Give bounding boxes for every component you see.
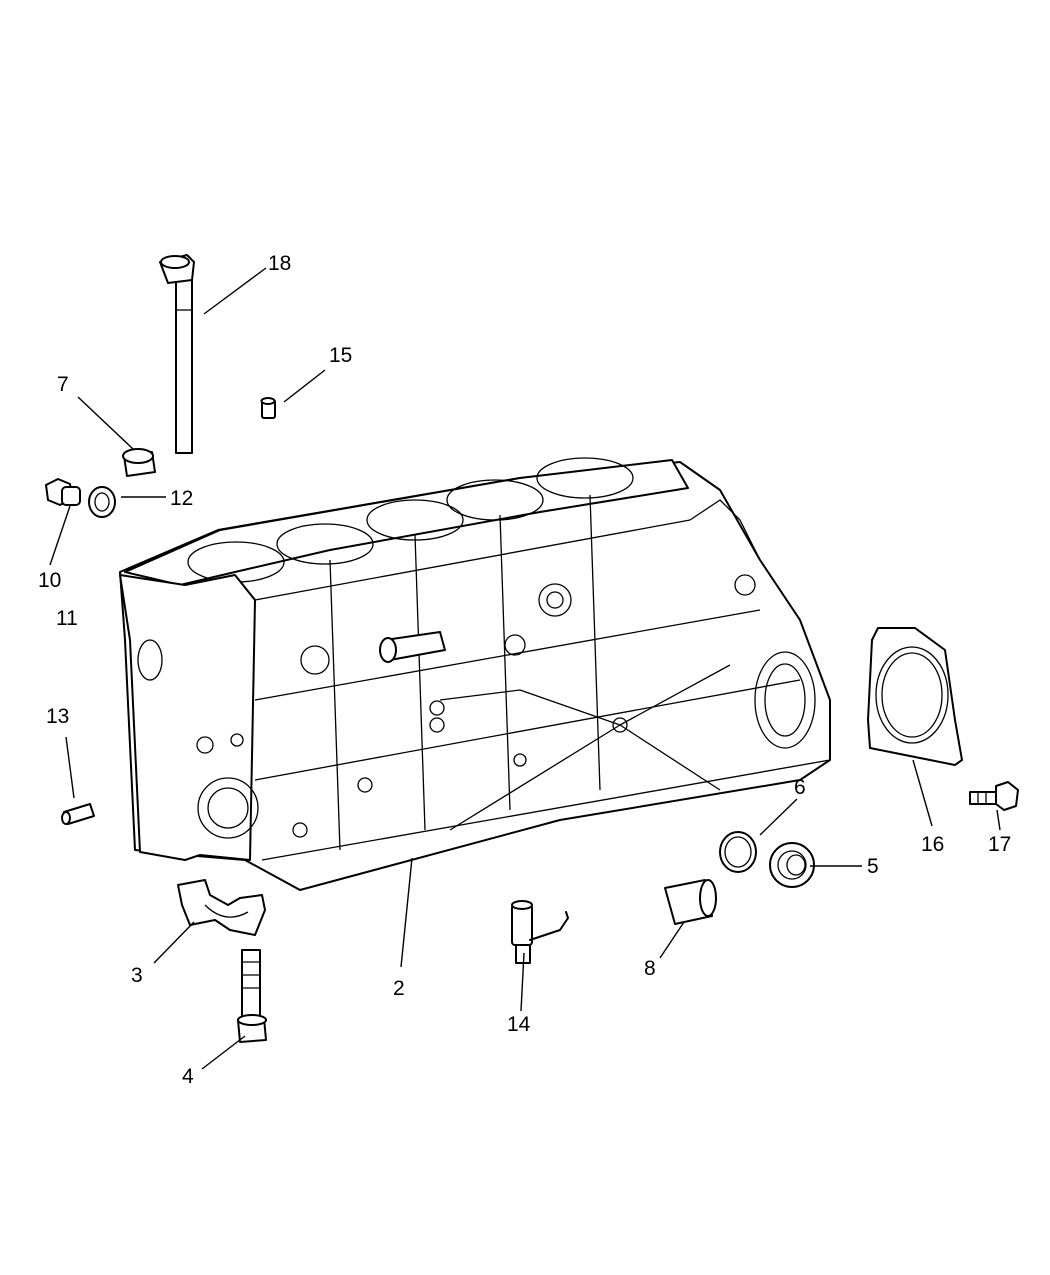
callout-8: 8 bbox=[644, 957, 656, 980]
callout-16: 16 bbox=[921, 833, 944, 856]
callout-15: 15 bbox=[329, 344, 352, 367]
callout-labels: 18 15 7 12 10 11 13 2 3 4 14 8 6 5 16 17 bbox=[38, 252, 1011, 1088]
seal-5 bbox=[769, 842, 815, 888]
engine-block bbox=[119, 457, 831, 891]
callout-12: 12 bbox=[170, 487, 193, 510]
bolt-17 bbox=[969, 781, 1019, 811]
callout-10: 10 bbox=[38, 569, 61, 592]
seal-ring-12 bbox=[88, 486, 116, 518]
callout-17: 17 bbox=[988, 833, 1011, 856]
callout-5: 5 bbox=[867, 855, 879, 878]
expansion-plug-7 bbox=[122, 448, 156, 477]
main-bearing-cap-3 bbox=[177, 879, 266, 936]
callout-14: 14 bbox=[507, 1013, 531, 1036]
o-ring-6 bbox=[719, 831, 757, 873]
callout-6: 6 bbox=[794, 776, 806, 799]
plug-10 bbox=[45, 478, 81, 506]
sleeve-8 bbox=[664, 879, 717, 925]
callout-4: 4 bbox=[182, 1065, 194, 1088]
sensor-14 bbox=[511, 900, 569, 964]
dowel-pin-13 bbox=[61, 803, 95, 825]
bolt-4 bbox=[237, 949, 267, 1043]
leader-lines bbox=[49, 267, 1001, 1070]
dowel-15 bbox=[260, 397, 276, 419]
callout-3: 3 bbox=[131, 964, 143, 987]
callout-18: 18 bbox=[268, 252, 291, 275]
callout-11: 11 bbox=[56, 607, 78, 630]
callout-13: 13 bbox=[46, 705, 69, 728]
head-bolt-18 bbox=[159, 254, 195, 454]
rear-seal-retainer-16 bbox=[867, 627, 963, 766]
callout-2: 2 bbox=[393, 977, 405, 1000]
callout-7: 7 bbox=[57, 373, 69, 396]
